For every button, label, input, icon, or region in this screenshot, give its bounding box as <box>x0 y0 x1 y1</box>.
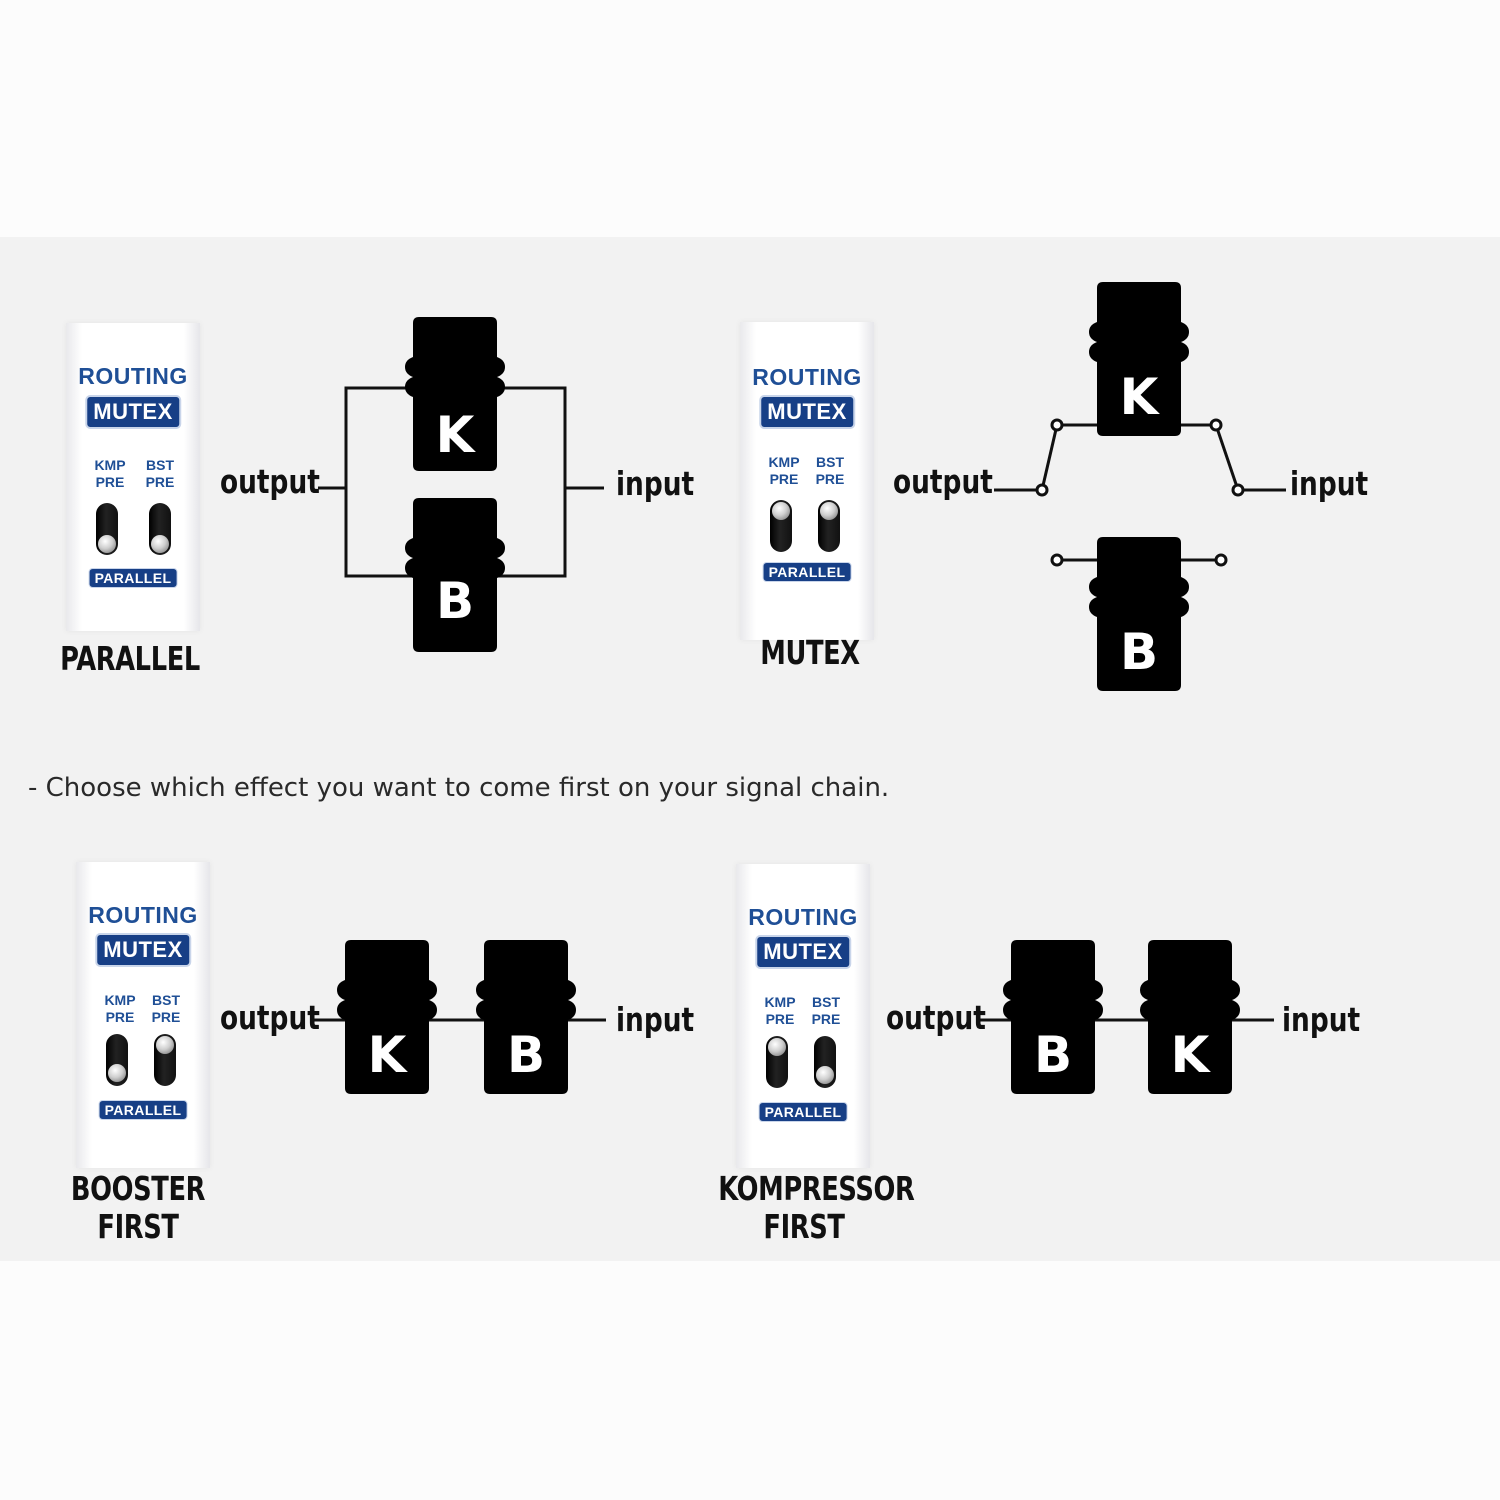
input-label: input <box>1290 464 1369 503</box>
mutex-wiring <box>994 418 1286 567</box>
pedal-k-label: K <box>1171 1026 1212 1084</box>
parallel-label: PARALLEL <box>88 568 178 588</box>
output-label: output <box>886 998 986 1037</box>
switch-knob <box>816 1066 834 1084</box>
pedal-b-label: B <box>507 1026 545 1084</box>
input-label: input <box>1282 1000 1361 1039</box>
input-label: input <box>616 1000 695 1039</box>
switch-knob <box>156 1036 174 1054</box>
bst-toggle-switch[interactable] <box>154 1034 176 1086</box>
output-label: output <box>220 998 320 1037</box>
input-label: input <box>616 464 695 503</box>
pedal-k: K <box>1089 282 1189 436</box>
pedal-b-label: B <box>1120 623 1158 681</box>
kmp-toggle-switch[interactable] <box>96 503 118 555</box>
bst-toggle-switch[interactable] <box>814 1036 836 1088</box>
switch-knob <box>98 535 116 553</box>
parallel-label: PARALLEL <box>758 1102 848 1122</box>
routing-label: ROUTING <box>88 902 198 928</box>
pedal-k-label: K <box>1120 368 1161 426</box>
pedal-b-label: B <box>1034 1026 1072 1084</box>
routing-label: ROUTING <box>748 904 858 930</box>
mutex-label: MUTEX <box>85 395 181 429</box>
output-label: output <box>220 462 320 501</box>
output-label: output <box>893 462 993 501</box>
bst-toggle-switch[interactable] <box>818 500 840 552</box>
caption-mutex: MUTEX <box>760 633 860 672</box>
pedal-b: B <box>1089 537 1189 691</box>
pedal-k: K <box>405 317 505 471</box>
mutex-label: MUTEX <box>95 933 191 967</box>
pedal-k: K <box>337 940 437 1094</box>
pedal-b: B <box>476 940 576 1094</box>
caption-parallel: PARALLEL <box>60 639 200 678</box>
pedal-k-label: K <box>436 406 477 464</box>
switch-knob <box>820 502 838 520</box>
pedal-k-label: K <box>368 1026 409 1084</box>
switch-knob <box>151 535 169 553</box>
kmp-toggle-switch[interactable] <box>770 500 792 552</box>
caption-kompressor-first: KOMPRESSOR FIRST <box>718 1169 915 1246</box>
parallel-wiring <box>318 386 604 578</box>
mutex-label: MUTEX <box>759 395 855 429</box>
instruction-text: - Choose which effect you want to come f… <box>28 773 890 803</box>
routing-label: ROUTING <box>752 364 862 390</box>
pedal-b-label: B <box>436 572 474 630</box>
switch-knob <box>108 1064 126 1082</box>
pedal-b: B <box>405 498 505 652</box>
mutex-label: MUTEX <box>755 935 851 969</box>
routing-label: ROUTING <box>78 363 188 389</box>
kmp-toggle-switch[interactable] <box>766 1036 788 1088</box>
bst-toggle-switch[interactable] <box>149 503 171 555</box>
caption-booster-first: BOOSTER FIRST <box>70 1169 206 1246</box>
parallel-label: PARALLEL <box>762 562 852 582</box>
parallel-label: PARALLEL <box>98 1100 188 1120</box>
pedal-k: K <box>1140 940 1240 1094</box>
switch-knob <box>768 1038 786 1056</box>
pedal-b: B <box>1003 940 1103 1094</box>
kmp-toggle-switch[interactable] <box>106 1034 128 1086</box>
switch-knob <box>772 502 790 520</box>
